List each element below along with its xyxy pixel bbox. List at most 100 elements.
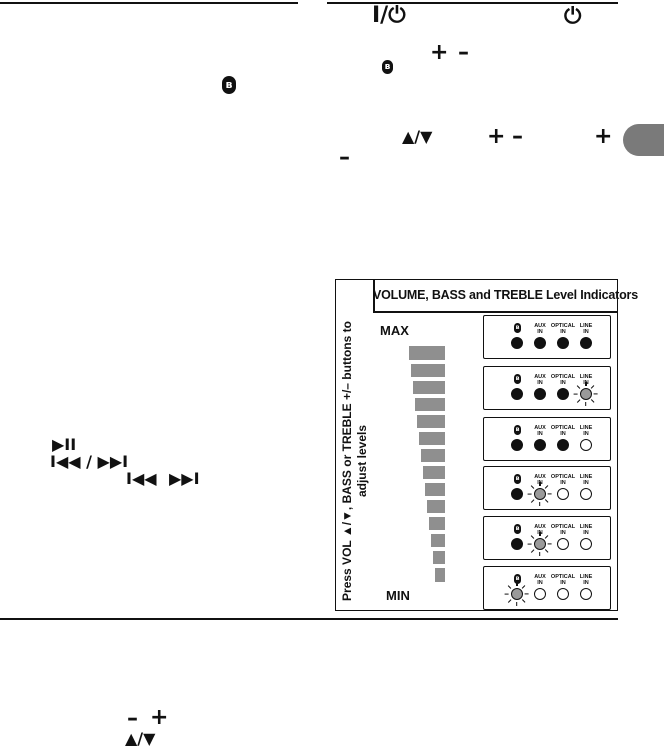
flash-ray: [539, 532, 541, 536]
label-line: IN: [560, 530, 566, 536]
optical-in-led: [557, 588, 569, 600]
flash-ray: [524, 593, 529, 595]
label-line: IN: [537, 431, 543, 437]
bluetooth-led: [511, 337, 523, 349]
label-line: IN: [537, 380, 543, 386]
label-line: IN: [560, 380, 566, 386]
indicator-row: [483, 417, 611, 461]
plus-icon: +: [430, 40, 449, 65]
line-in-led: [580, 538, 592, 550]
prev-icon: I◀◀: [126, 469, 157, 488]
label-line: AUX: [534, 574, 546, 580]
optical-in-led: [557, 538, 569, 550]
flash-ray: [593, 393, 598, 395]
indicator-row: [483, 315, 611, 359]
standby-icon: ⏻: [564, 4, 582, 29]
aux-in-led: [534, 538, 546, 550]
panel-title: VOLUME, BASS and TREBLE Level Indicators: [373, 288, 638, 302]
label-line: IN: [560, 431, 566, 437]
label-line: OPTICAL: [550, 425, 576, 431]
label-line: IN: [537, 580, 543, 586]
line-in-led: [580, 588, 592, 600]
plus-icon-bottom: +: [150, 705, 169, 730]
optical-in-led: [557, 337, 569, 349]
bluetooth-label-icon: ʙ: [514, 574, 521, 584]
label-line: AUX: [534, 524, 546, 530]
panel-instruction: Press VOL ▲/▼, BASS or TREBLE +/– button…: [337, 320, 373, 602]
line-in-led: [580, 439, 592, 451]
label-line: OPTICAL: [550, 323, 576, 329]
label-line: AUX: [534, 374, 546, 380]
label-line: AUX: [534, 425, 546, 431]
flash-ray: [547, 493, 552, 495]
label-line: LINE: [579, 323, 593, 329]
label-line: IN: [583, 530, 589, 536]
indicator-row: [483, 516, 611, 560]
label-line: AUX: [534, 323, 546, 329]
level-bar: [411, 364, 445, 377]
top-rule-right: [327, 2, 618, 4]
next-icon: ▶▶I: [169, 469, 200, 488]
level-bar: [425, 483, 445, 496]
minus-icon-3: –: [339, 145, 350, 170]
flash-ray: [504, 593, 509, 595]
label-line: IN: [583, 329, 589, 335]
label-line: LINE: [579, 425, 593, 431]
bluetooth-led: [511, 439, 523, 451]
label-line: LINE: [579, 524, 593, 530]
plus-icon-2: +: [487, 124, 506, 149]
level-bar: [409, 346, 445, 360]
level-bar: [417, 415, 445, 428]
bottom-rule: [0, 618, 618, 620]
minus-icon-bottom: –: [127, 706, 138, 731]
level-bar: [433, 551, 445, 564]
label-line: IN: [583, 480, 589, 486]
flash-ray: [516, 582, 518, 586]
flash-ray: [547, 543, 552, 545]
bluetooth-label-icon: ʙ: [514, 474, 521, 484]
power-icon: I/⏻: [372, 3, 406, 28]
line-in-led: [580, 337, 592, 349]
label-line: LINE: [579, 474, 593, 480]
line-in-led: [580, 488, 592, 500]
bluetooth-label-icon: ʙ: [514, 374, 521, 384]
aux-in-led: [534, 388, 546, 400]
optical-in-led: [557, 439, 569, 451]
optical-in-led: [557, 388, 569, 400]
optical-in-led: [557, 488, 569, 500]
label-line: LINE: [579, 374, 593, 380]
bluetooth-label-icon: ʙ: [514, 323, 521, 333]
label-line: OPTICAL: [550, 374, 576, 380]
aux-in-led: [534, 337, 546, 349]
flash-ray: [527, 493, 532, 495]
level-bar: [429, 517, 445, 530]
minus-icon: –: [458, 40, 469, 65]
level-bar: [427, 500, 445, 513]
level-bar: [435, 568, 445, 582]
level-bar: [419, 432, 445, 445]
aux-in-led: [534, 488, 546, 500]
aux-in-led: [534, 439, 546, 451]
bluetooth-label-icon: ʙ: [514, 524, 521, 534]
panel-title-divider-h: [373, 311, 618, 313]
label-line: LINE: [579, 574, 593, 580]
section-tab: [623, 124, 664, 156]
bluetooth-icon-left: ʙ: [222, 76, 236, 94]
flash-ray: [539, 482, 541, 486]
bluetooth-led: [511, 388, 523, 400]
line-in-led: [580, 388, 592, 400]
indicator-row: [483, 566, 611, 610]
indicator-row: [483, 466, 611, 510]
panel-title-divider-v: [373, 279, 375, 312]
